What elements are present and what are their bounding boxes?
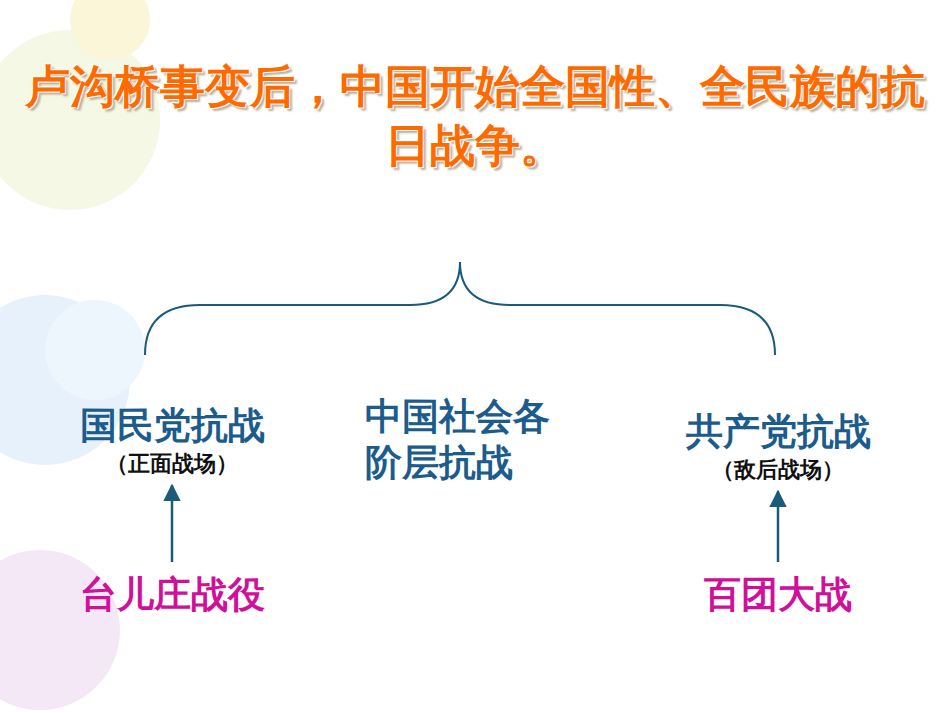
node-subtitle: （正面战场） — [80, 449, 265, 478]
brace — [145, 262, 775, 355]
bubble — [70, 0, 150, 60]
society-block: 中国社会各阶层抗战 — [365, 394, 572, 487]
node-heading: 国民党抗战 — [80, 403, 265, 449]
bubble — [0, 30, 160, 210]
node-heading: 百团大战 — [704, 570, 852, 620]
arrow-connector — [171, 485, 174, 562]
party-block: 国民党抗战（正面战场） — [80, 403, 265, 478]
battle-label: 百团大战 — [704, 570, 852, 620]
node-heading: 中国社会各阶层抗战 — [365, 394, 572, 487]
battle-label: 台儿庄战役 — [80, 570, 265, 620]
node-heading: 台儿庄战役 — [80, 570, 265, 620]
bubble — [45, 300, 145, 400]
arrow-connector — [777, 491, 780, 562]
node-heading: 共产党抗战 — [686, 409, 871, 455]
node-subtitle: （敌后战场） — [686, 455, 871, 484]
title: 卢沟桥事变后，中国开始全国性、全民族的抗日战争。 — [20, 58, 930, 175]
party-block: 共产党抗战（敌后战场） — [686, 409, 871, 484]
